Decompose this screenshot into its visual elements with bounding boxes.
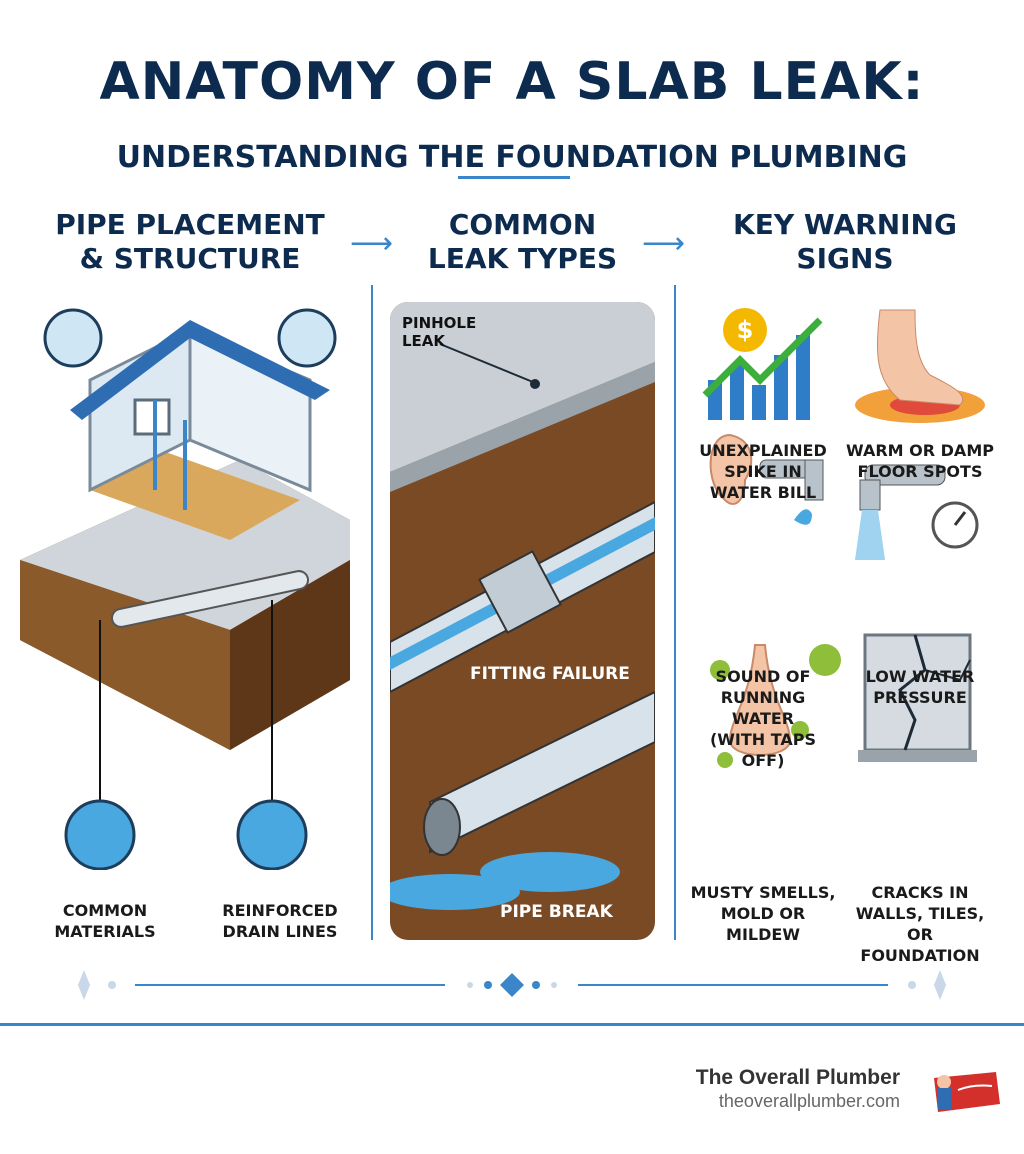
decorative-divider [78, 970, 946, 1000]
ear-faucet-icon [709, 433, 824, 525]
faucet-gauge-icon [855, 464, 979, 560]
leak-types-illustration [390, 302, 655, 910]
label-pipe-break: PIPE BREAK [500, 902, 613, 922]
label-line: PINHOLE [402, 314, 477, 332]
header-line: & STRUCTURE [79, 242, 301, 275]
sign-text: CRACKS IN [871, 883, 969, 902]
svg-text:$: $ [737, 316, 754, 344]
sign-text: PRESSURE [873, 688, 967, 707]
sign-bill-spike: UNEXPLAINED SPIKE IN WATER BILL [688, 440, 838, 503]
label-line: MATERIALS [54, 922, 156, 941]
label-line: LEAK [402, 332, 446, 350]
sign-text: MILDEW [726, 925, 800, 944]
label-line: DRAIN LINES [222, 922, 338, 941]
arrow-right-icon: ⟶ [350, 226, 394, 261]
label-pinhole-leak: PINHOLE LEAK [402, 314, 476, 350]
sign-text: WALLS, TILES, OR [855, 904, 985, 944]
sign-text: WATER BILL [709, 483, 817, 502]
sign-text: FOUNDATION [860, 946, 980, 965]
label-line: COMMON [62, 901, 148, 920]
header-line: PIPE PLACEMENT [55, 208, 325, 241]
sign-text: MUSTY SMELLS, [690, 883, 836, 902]
footer-rule [0, 1023, 1024, 1026]
label-reinforced-drain-lines: REINFORCED DRAIN LINES [205, 900, 355, 942]
sign-running-water: SOUND OF RUNNING WATER(WITH TAPS OFF) [688, 666, 838, 771]
column-divider [674, 285, 676, 940]
company-name: The Overall Plumber [695, 1066, 900, 1089]
warning-signs-icons: $ [702, 308, 985, 768]
sign-low-pressure: LOW WATER PRESSURE [845, 666, 995, 708]
header-leak-types: COMMON LEAK TYPES [400, 208, 645, 276]
sign-text: MOLD OR [720, 904, 806, 923]
sign-text: UNEXPLAINED [699, 441, 827, 460]
header-line: LEAK TYPES [427, 242, 618, 275]
sign-cracks: CRACKS IN WALLS, TILES, OR FOUNDATION [845, 882, 995, 966]
house-slab-illustration [20, 308, 350, 870]
title-line-2: UNDERSTANDING THE FOUNDATION PLUMBING [116, 140, 908, 175]
company-website[interactable]: theoverallplumber.com [718, 1091, 900, 1111]
warm-floor-foot-icon [855, 309, 985, 423]
column-divider [371, 285, 373, 940]
sign-text: FLOOR SPOTS [857, 462, 983, 481]
bill-spike-icon: $ [702, 308, 823, 420]
label-line: REINFORCED [222, 901, 338, 920]
header-pipe-placement: PIPE PLACEMENT & STRUCTURE [20, 208, 360, 276]
header-warning-signs: KEY WARNING SIGNS [690, 208, 1000, 276]
sign-text: RUNNING WATER [720, 688, 806, 728]
cracked-wall-icon [858, 633, 977, 762]
sign-text: SOUND OF [715, 667, 811, 686]
leak-types-card: PINHOLE LEAK FITTING FAILURE PIPE BREAK [390, 302, 655, 940]
title-line-1: ANATOMY OF A SLAB LEAK: [99, 52, 925, 112]
title-divider [458, 176, 570, 179]
sign-text: SPIKE IN [724, 462, 802, 481]
nose-mold-icon [710, 644, 841, 768]
header-line: COMMON [448, 208, 597, 241]
sign-text: LOW WATER [865, 667, 975, 686]
company-logo [934, 1072, 1000, 1112]
label-common-materials: COMMON MATERIALS [30, 900, 180, 942]
header-line: SIGNS [796, 242, 894, 275]
sign-warm-floor: WARM OR DAMP FLOOR SPOTS [845, 440, 995, 482]
sign-text: (WITH TAPS OFF) [709, 730, 817, 770]
header-line: KEY WARNING [733, 208, 957, 241]
arrow-right-icon: ⟶ [642, 226, 686, 261]
sign-musty-smells: MUSTY SMELLS, MOLD OR MILDEW [688, 882, 838, 945]
label-fitting-failure: FITTING FAILURE [470, 664, 630, 684]
sign-text: WARM OR DAMP [846, 441, 994, 460]
